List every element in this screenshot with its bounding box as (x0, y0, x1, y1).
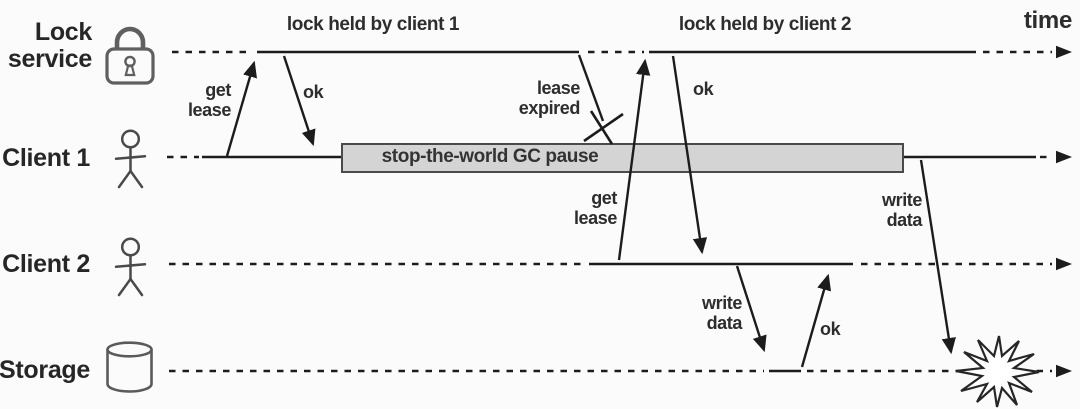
lock-service-lane (172, 45, 1072, 59)
person-icon (114, 129, 147, 189)
lock-held-by-client-2-label: lock held by client 2 (678, 14, 852, 35)
lane-label-lock-service: Lock service (7, 18, 92, 73)
ok-2-label: ok (693, 79, 714, 99)
ok-2-arrow (671, 55, 708, 255)
write-data-2-label: write data (701, 293, 742, 333)
lock-held-by-client-1-label: lock held by client 1 (286, 14, 460, 35)
storage-lane (169, 364, 1072, 378)
get-lease-1-label: get lease (187, 80, 231, 120)
ok-1-label: ok (303, 82, 324, 102)
write-data-1-label: write data (881, 190, 922, 230)
lease-expired-x-mark (583, 110, 624, 145)
lease-expired-line (577, 54, 605, 122)
ok-1-arrow (282, 55, 316, 147)
lane-arrowhead (1056, 45, 1072, 59)
lock-icon (105, 26, 155, 85)
database-icon (106, 341, 153, 393)
lane-arrowhead (1056, 150, 1072, 164)
client-2-lane (169, 257, 1072, 271)
get-lease-2-arrow (617, 58, 651, 261)
lane-label-client-1: Client 1 (2, 144, 90, 172)
ok-3-arrow (800, 273, 832, 368)
crash-starburst-icon (955, 335, 1040, 408)
get-lease-2-label: get lease (573, 188, 617, 228)
lane-arrowhead (1056, 364, 1072, 378)
lane-label-client-2: Client 2 (2, 250, 90, 278)
lane-label-storage: Storage (0, 356, 90, 384)
gc-pause-label: stop-the-world GC pause (381, 146, 599, 167)
person-icon (114, 237, 147, 297)
time-axis-label: time (1023, 7, 1072, 34)
lane-arrowhead (1056, 257, 1072, 271)
write-data-1-arrow (919, 159, 956, 355)
write-data-2-arrow (735, 265, 767, 353)
get-lease-1-arrow (225, 60, 257, 157)
lease-expired-label: lease expired (518, 78, 581, 118)
ok-3-label: ok (820, 319, 841, 339)
gc-pause-box (341, 143, 904, 173)
